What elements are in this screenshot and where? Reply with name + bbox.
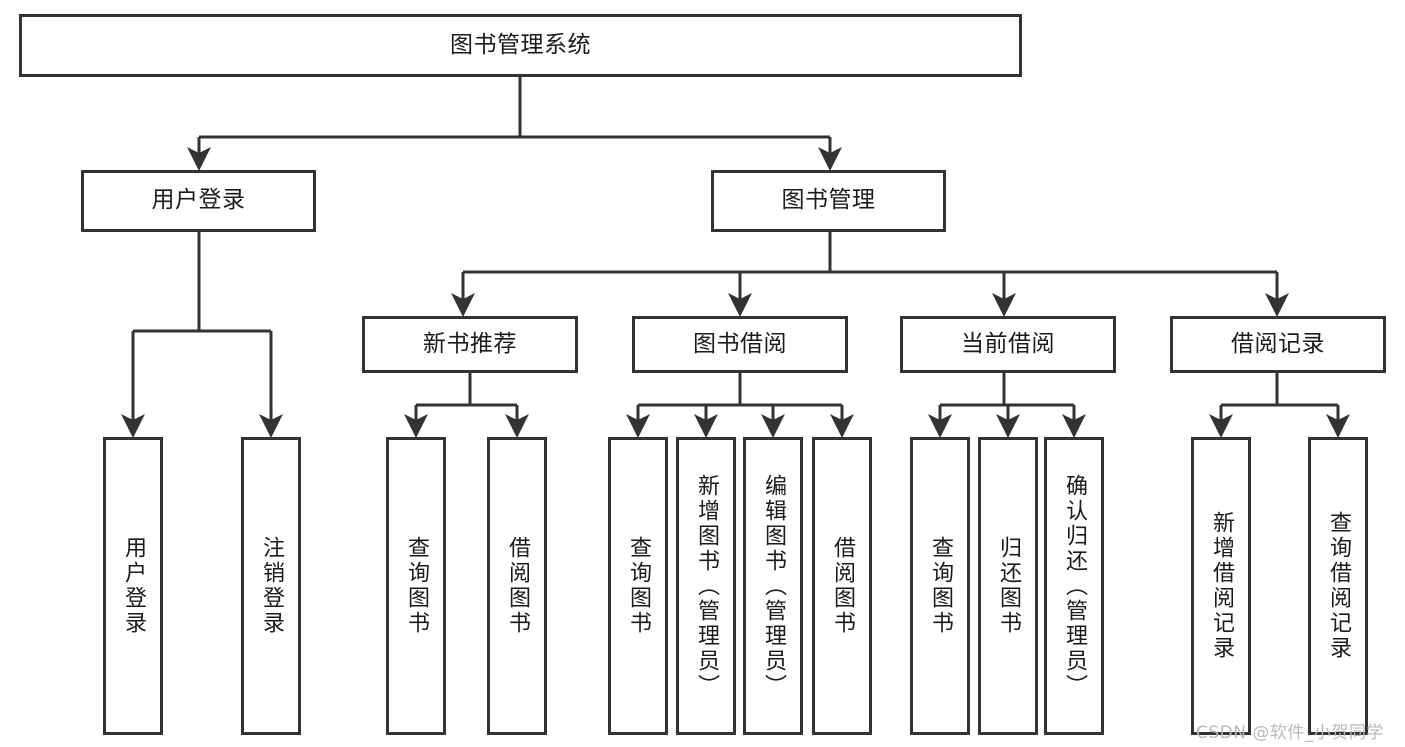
leaf-new-book-query[interactable]: 查询图书: [386, 437, 446, 735]
node-book-management-label: 图书管理: [781, 187, 876, 214]
node-current-borrowing[interactable]: 当前借阅: [900, 316, 1116, 373]
leaf-current-borrow-confirm-return[interactable]: 确认归还（管理员）: [1044, 437, 1104, 735]
node-current-borrowing-label: 当前借阅: [961, 330, 1055, 357]
leaf-book-borrow-query[interactable]: 查询图书: [608, 437, 668, 735]
leaf-new-book-borrow[interactable]: 借阅图书: [487, 437, 547, 735]
leaf-new-book-borrow-label: 借阅图书: [505, 536, 530, 636]
leaf-current-borrow-return-label: 归还图书: [996, 536, 1021, 636]
leaf-book-borrow-add-label: 新增图书（管理员）: [694, 473, 719, 699]
leaf-book-borrow-edit[interactable]: 编辑图书（管理员）: [743, 437, 803, 735]
leaf-book-borrow-lend-label: 借阅图书: [830, 536, 855, 636]
leaf-user-login-signout-label: 注销登录: [259, 536, 284, 636]
leaf-borrow-record-query[interactable]: 查询借阅记录: [1308, 437, 1368, 735]
leaf-book-borrow-lend[interactable]: 借阅图书: [812, 437, 872, 735]
node-new-book-recommendation-label: 新书推荐: [423, 330, 517, 357]
leaf-user-login-signout[interactable]: 注销登录: [241, 437, 301, 735]
leaf-book-borrow-add[interactable]: 新增图书（管理员）: [676, 437, 736, 735]
csdn-watermark: CSDN @软件_小贺同学: [1196, 723, 1384, 743]
leaf-borrow-record-add-label: 新增借阅记录: [1209, 511, 1234, 661]
node-user-login-label: 用户登录: [151, 187, 246, 214]
node-book-borrowing[interactable]: 图书借阅: [632, 316, 848, 373]
leaf-book-borrow-edit-label: 编辑图书（管理员）: [761, 473, 786, 699]
leaf-user-login-signin-label: 用户登录: [121, 536, 146, 636]
node-book-management[interactable]: 图书管理: [711, 170, 946, 232]
node-user-login[interactable]: 用户登录: [81, 170, 316, 232]
node-root-system[interactable]: 图书管理系统: [19, 14, 1022, 77]
leaf-borrow-record-add[interactable]: 新增借阅记录: [1191, 437, 1251, 735]
node-book-borrowing-label: 图书借阅: [693, 330, 787, 357]
leaf-current-borrow-return[interactable]: 归还图书: [978, 437, 1038, 735]
node-borrow-records[interactable]: 借阅记录: [1170, 316, 1386, 373]
leaf-book-borrow-query-label: 查询图书: [626, 536, 651, 636]
node-new-book-recommendation[interactable]: 新书推荐: [362, 316, 578, 373]
leaf-current-borrow-confirm-return-label: 确认归还（管理员）: [1062, 473, 1087, 699]
leaf-user-login-signin[interactable]: 用户登录: [103, 437, 163, 735]
leaf-current-borrow-query-label: 查询图书: [928, 536, 953, 636]
leaf-current-borrow-query[interactable]: 查询图书: [910, 437, 970, 735]
node-root-system-label: 图书管理系统: [450, 31, 591, 58]
node-borrow-records-label: 借阅记录: [1231, 330, 1325, 357]
leaf-borrow-record-query-label: 查询借阅记录: [1326, 511, 1351, 661]
leaf-new-book-query-label: 查询图书: [404, 536, 429, 636]
